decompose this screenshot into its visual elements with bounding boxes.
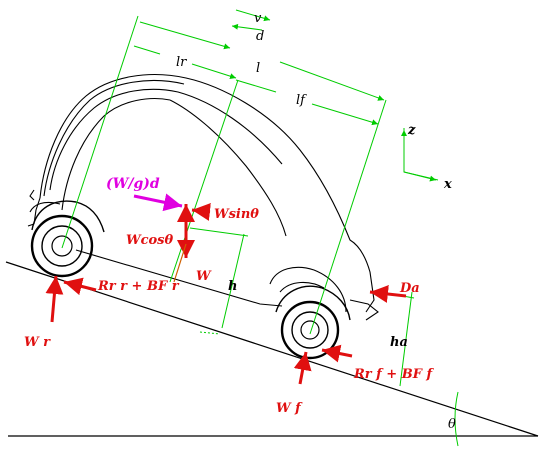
label-da: Da (399, 281, 420, 296)
label-wr: W r (24, 335, 51, 350)
label-v: v (254, 11, 262, 26)
label-d: d (256, 29, 264, 44)
label-lr: lr (176, 55, 187, 70)
weight-component-line (173, 243, 187, 283)
coordinate-axes (401, 128, 439, 182)
label-rf: Rr f + BF f (353, 367, 434, 382)
label-h: h (228, 279, 237, 294)
label-lf: lf (296, 93, 307, 108)
label-wf: W f (276, 401, 303, 416)
label-w: W (196, 269, 212, 284)
label-x: x (443, 177, 452, 192)
label-inertia: (W/g)d (106, 176, 160, 192)
label-theta: θ (448, 417, 456, 432)
force-arrows (45, 203, 407, 385)
label-wsin: Wsinθ (214, 207, 259, 222)
label-wcos: Wcosθ (126, 233, 174, 248)
label-l: l (256, 61, 260, 76)
front-wheel (275, 285, 351, 360)
slope-angle-arc (454, 391, 459, 447)
label-rr: Rr r + BF r (97, 279, 180, 294)
dimension-lines (61, 9, 415, 387)
car-body (27, 74, 379, 321)
rear-wheel (30, 200, 105, 278)
label-ha: ha (390, 335, 408, 350)
inertia-arrow (133, 193, 183, 212)
label-z: z (407, 123, 416, 138)
